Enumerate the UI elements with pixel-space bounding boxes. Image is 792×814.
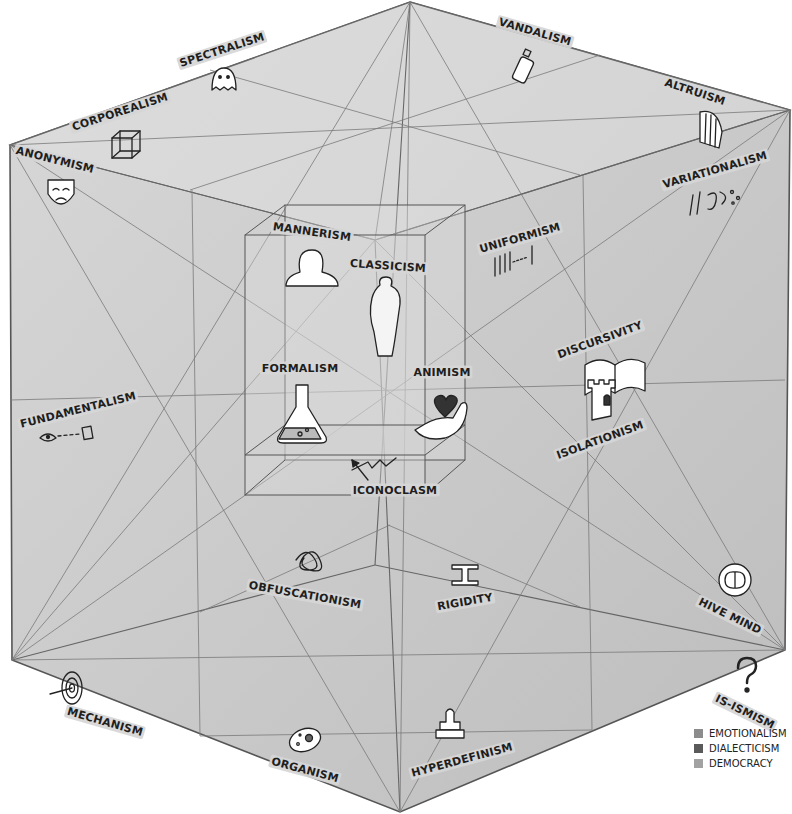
concept-label: IS-ISMISM: [711, 691, 778, 733]
concept-label: ANIMISM: [411, 366, 472, 379]
legend-swatch: [694, 744, 703, 753]
legend-item: DIALECTICISM: [694, 743, 779, 754]
legend-text: DIALECTICISM: [709, 743, 779, 754]
legend-text: EMOTIONALISM: [709, 728, 787, 739]
concept-label: ICONOCLASM: [351, 484, 440, 497]
legend-item: EMOTIONALISM: [694, 728, 787, 739]
legend-text: DEMOCRACY: [709, 758, 773, 769]
concept-label: FORMALISM: [260, 362, 341, 375]
legend-swatch: [694, 759, 703, 768]
legend-item: DEMOCRACY: [694, 758, 773, 769]
concept-label: MECHANISM: [64, 704, 147, 739]
legend-swatch: [694, 729, 703, 738]
